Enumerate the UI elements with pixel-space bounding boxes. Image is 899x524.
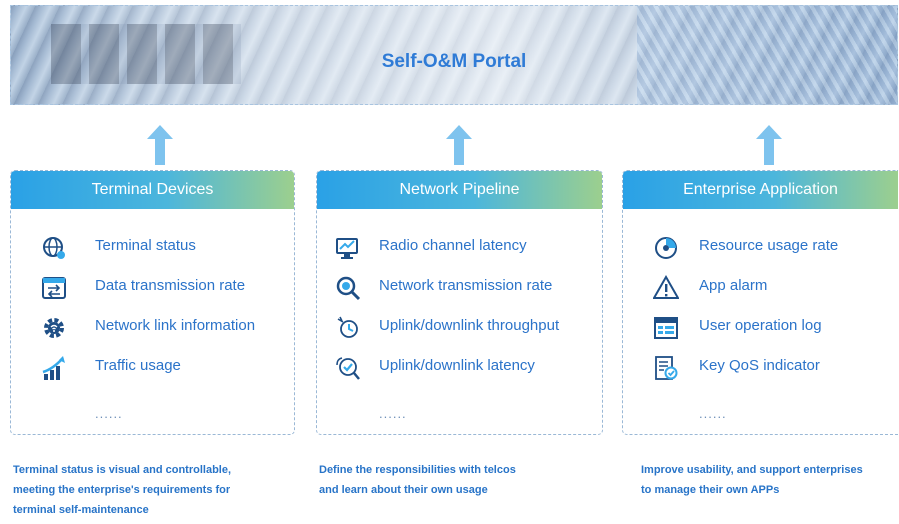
globe-settings-icon — [41, 235, 71, 261]
item-label: Network transmission rate — [379, 277, 553, 294]
card-header: Terminal Devices — [11, 171, 294, 209]
item-label: User operation log — [699, 317, 822, 334]
description-line: Terminal status is visual and controllab… — [13, 464, 232, 476]
magnifier-icon — [335, 275, 365, 301]
disc-icon — [653, 235, 683, 261]
transfer-arrows-icon — [41, 275, 71, 301]
item-label: Radio channel latency — [379, 237, 527, 254]
portal-banner: Self-O&M Portal — [10, 5, 898, 105]
item-label: Uplink/downlink latency — [379, 357, 535, 374]
terminal-devices-description: Terminal status is visual and controllab… — [13, 460, 231, 520]
rising-bars-icon — [41, 355, 71, 381]
enterprise-application-description: Improve usability, and support enterpris… — [641, 460, 863, 500]
up-arrow-icon — [756, 125, 782, 165]
item-label: Traffic usage — [95, 357, 181, 374]
warning-triangle-icon — [653, 275, 683, 301]
more-ellipsis: ...... — [379, 406, 407, 421]
description-line: terminal self-maintenance — [13, 504, 149, 516]
more-ellipsis: ...... — [699, 406, 727, 421]
cable-image — [637, 6, 897, 104]
gear-wifi-icon — [41, 315, 71, 341]
enterprise-application-card: Enterprise Application Resource usage ra… — [622, 170, 898, 435]
description-line: to manage their own APPs — [641, 484, 780, 496]
log-window-icon — [653, 315, 683, 341]
item-label: App alarm — [699, 277, 768, 294]
up-arrow-icon — [147, 125, 173, 165]
portal-title: Self-O&M Portal — [381, 51, 527, 72]
server-rack-image — [51, 24, 241, 84]
card-header: Network Pipeline — [317, 171, 602, 209]
up-arrow-icon — [446, 125, 472, 165]
magnifier-check-icon — [335, 355, 365, 381]
checklist-icon — [653, 355, 683, 381]
monitor-chart-icon — [335, 235, 365, 261]
stopwatch-icon — [335, 315, 365, 341]
terminal-devices-card: Terminal Devices Terminal status Data tr… — [10, 170, 295, 435]
card-header: Enterprise Application — [623, 171, 898, 209]
more-ellipsis: ...... — [95, 406, 123, 421]
description-line: and learn about their own usage — [319, 484, 488, 496]
description-line: Define the responsibilities with telcos — [319, 464, 516, 476]
item-label: Terminal status — [95, 237, 196, 254]
item-label: Resource usage rate — [699, 237, 839, 254]
item-label: Network link information — [95, 317, 256, 334]
network-pipeline-card: Network Pipeline Radio channel latency N… — [316, 170, 603, 435]
item-label: Data transmission rate — [95, 277, 246, 294]
item-label: Key QoS indicator — [699, 357, 820, 374]
network-pipeline-description: Define the responsibilities with telcos … — [319, 460, 516, 500]
item-label: Uplink/downlink throughput — [379, 317, 560, 334]
description-line: Improve usability, and support enterpris… — [641, 464, 863, 476]
description-line: meeting the enterprise's requirements fo… — [13, 484, 231, 496]
